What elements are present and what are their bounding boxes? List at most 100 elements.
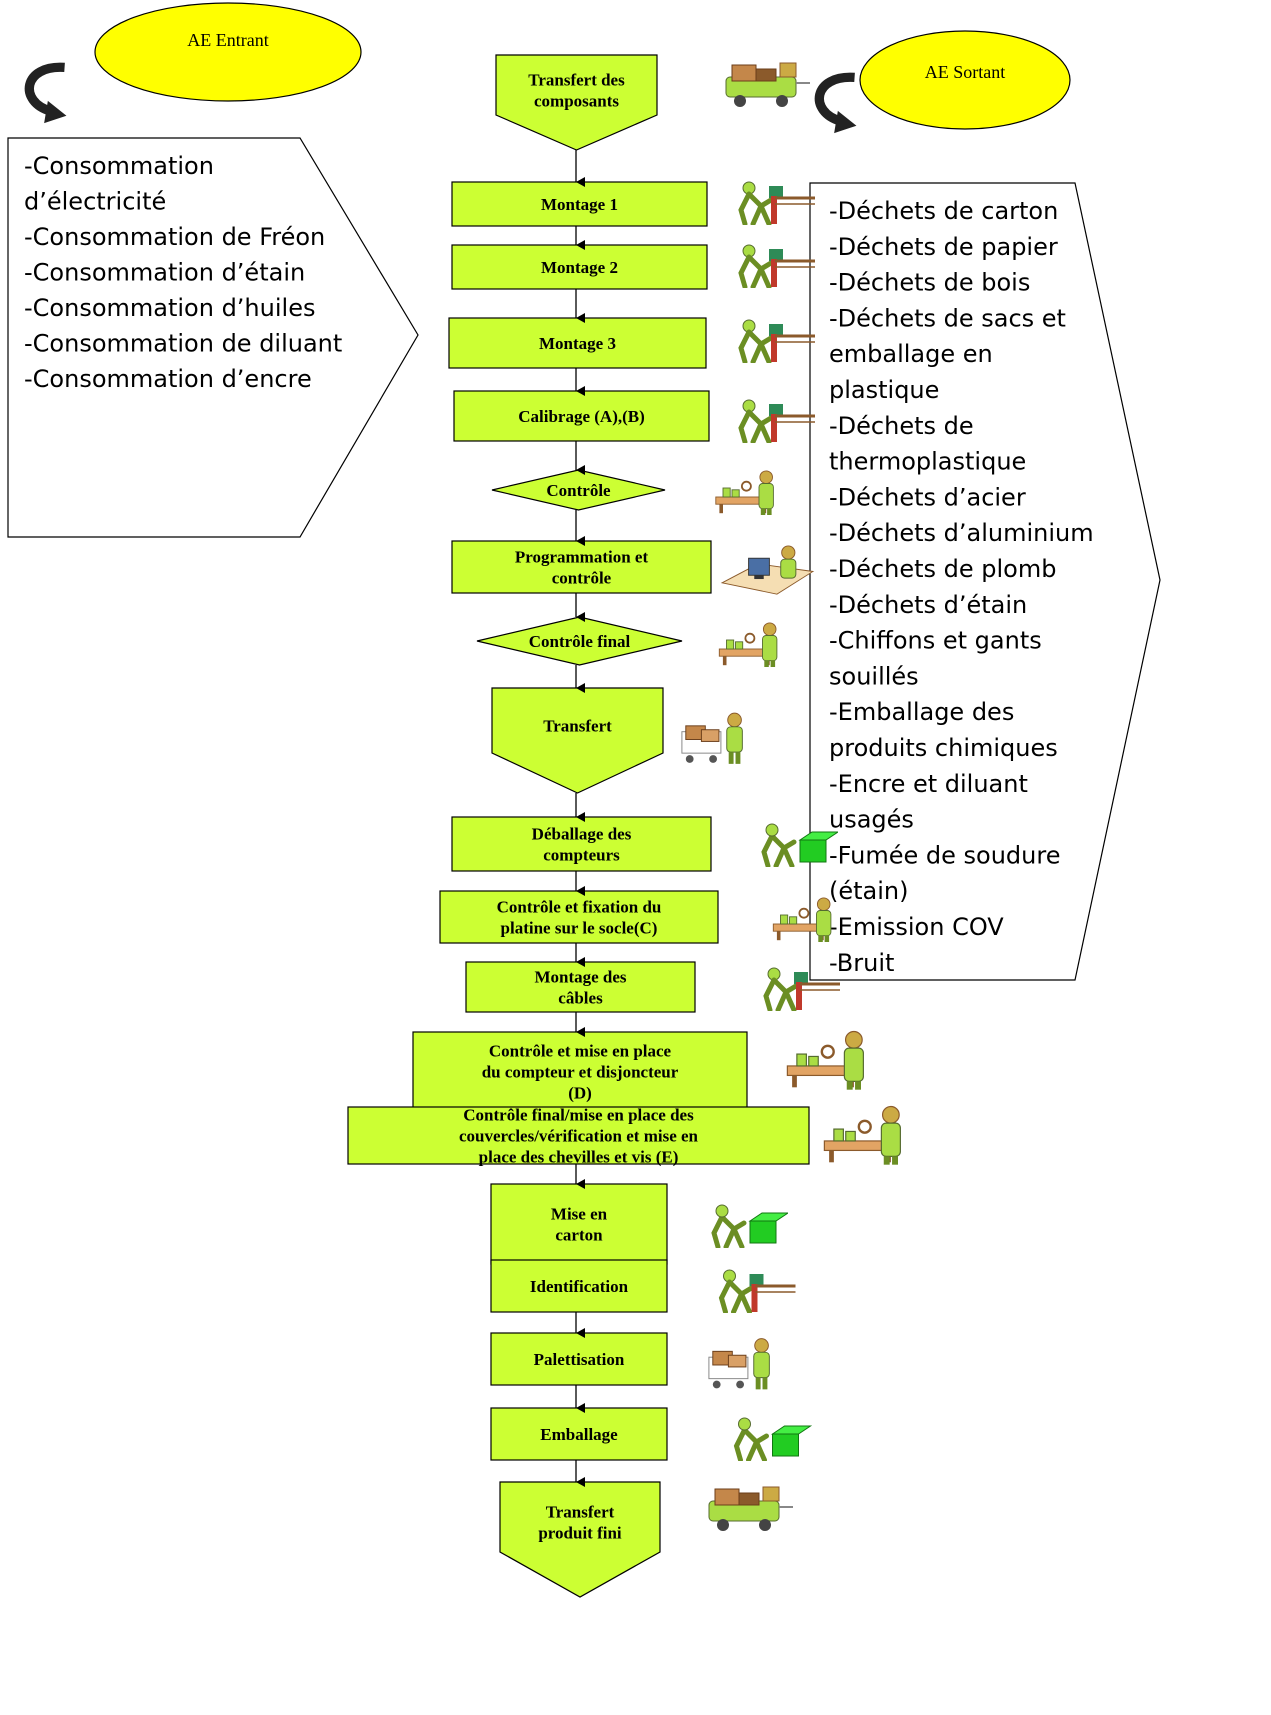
input-item: -Consommation d’étain [24,259,305,287]
inspector-icon [718,622,778,667]
worker-assembly-icon [741,245,815,287]
step-label: produit fini [538,1524,622,1543]
step-19: Transfert produit fini [499,1481,795,1598]
step-label: Programmation et [515,548,649,567]
step-label: (D) [568,1084,592,1103]
step-label: Contrôle final [529,632,631,651]
output-item: plastique [829,376,939,404]
step-label: Calibrage (A),(B) [518,407,645,426]
inspector-icon [786,1030,865,1090]
process-box [448,317,707,369]
output-item: -Déchets d’étain [829,591,1027,619]
step-label: Contrôle final/mise en place des [463,1106,694,1125]
worker-assembly-icon [741,320,815,362]
ellipse-ae-sortant [859,30,1071,130]
process-box [451,244,708,290]
step-label: Transfert des [528,71,625,90]
output-item: -Déchets d’acier [829,483,1026,511]
output-item: -Déchets de bois [829,269,1030,297]
step-label: couvercles/vérification et mise en [459,1127,699,1146]
transfer-shape [495,54,658,151]
step-label: compteurs [543,846,620,865]
input-item: -Consommation de Fréon [24,223,325,251]
output-item: -Emission COV [829,913,1004,941]
transfer-shape [491,687,664,794]
worker-assembly-icon [741,400,815,442]
process-box [451,540,712,594]
step-label: Contrôle et mise en place [489,1042,672,1061]
step-17: Palettisation [490,1332,770,1390]
output-item: emballage en [829,340,993,368]
step-label: Montage des [534,968,626,987]
step-label: Emballage [540,1425,618,1444]
worker-box-icon [714,1205,788,1247]
output-item: -Fumée de soudure [829,841,1060,869]
step-label: contrôle [552,569,612,588]
output-item: -Déchets de papier [829,233,1058,261]
shopping-cart-worker-icon [681,712,743,765]
output-item: -Déchets de plomb [829,555,1056,583]
step-1: Transfert des composants [495,54,812,151]
decision-diamond [476,616,683,666]
inspector-icon [714,470,775,515]
output-item: -Encre et diluant [829,770,1028,798]
process-box [490,1259,668,1313]
ellipse-ae-entrant-label: AE Entrant [187,30,268,50]
curved-arrow-icon [29,67,66,123]
inputs-callout [7,137,419,538]
step-label: Transfert [546,1503,615,1522]
inputs-list: -Consommation d’électricité -Consommation … [24,152,342,393]
process-box [490,1183,668,1265]
output-item: -Chiffons et gants [829,627,1042,655]
input-item: -Consommation d’huiles [24,294,315,322]
output-item: -Bruit [829,949,894,977]
input-item: -Consommation [24,152,214,180]
delivery-cart-icon [707,1485,795,1533]
step-label: composants [534,92,619,111]
delivery-cart-icon [724,61,812,109]
step-label: Identification [530,1277,629,1296]
step-10: Déballage des compteurs [451,816,838,872]
process-box [451,816,712,872]
transfer-shape [499,1481,661,1598]
curved-arrow-icon [819,77,856,133]
step-label: Palettisation [534,1350,625,1369]
output-item: -Déchets de carton [829,197,1058,225]
output-item: -Déchets de [829,412,974,440]
output-item: -Emballage des [829,698,1014,726]
step-label: Déballage des [532,825,632,844]
inspector-icon [772,897,832,942]
worker-box-icon [737,1418,811,1460]
step-13: Contrôle et mise en place du compteur et … [412,1030,865,1112]
worker-assembly-icon [741,182,815,224]
output-item: -Déchets de sacs et [829,304,1066,332]
step-label: Montage 1 [541,195,618,214]
computer-operator-icon [721,545,814,595]
step-14: Contrôle final/mise en place des couvercl… [347,1105,902,1167]
worker-assembly-icon [722,1270,796,1312]
output-item: (étain) [829,877,909,905]
step-8: Contrôle final [476,616,778,667]
input-item: -Consommation d’encre [24,365,312,393]
process-box [451,181,708,227]
step-4: Montage 3 [448,317,815,369]
process-box [347,1106,810,1165]
step-9: Transfert [491,687,743,794]
step-label: Montage 2 [541,258,618,277]
step-label: Contrôle et fixation du [497,898,662,917]
step-18: Emballage [490,1407,811,1460]
step-7: Programmation et contrôle [451,540,814,595]
output-item: -Déchets d’aluminium [829,519,1094,547]
output-item: produits chimiques [829,734,1058,762]
step-5: Calibrage (A),(B) [453,390,815,442]
step-label: Contrôle [546,481,611,500]
input-item: d’électricité [24,188,166,216]
step-label: Transfert [543,717,612,736]
step-16: Identification [490,1259,796,1313]
ellipse-ae-entrant [94,2,362,102]
step-label: du compteur et disjoncteur [482,1063,679,1082]
